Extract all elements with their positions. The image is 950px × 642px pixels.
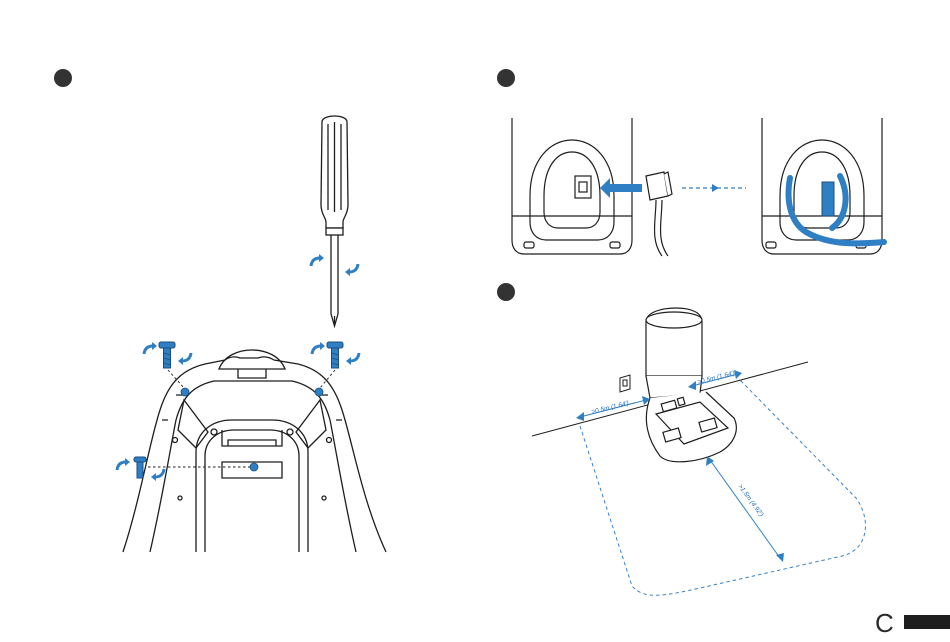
power-plug-icon [646, 172, 672, 256]
rotate-arrow-icon [312, 342, 325, 354]
step-3-marker [497, 283, 515, 301]
rotate-arrow-icon [144, 342, 157, 354]
section-letter: C [875, 608, 894, 638]
screw-icon [159, 342, 175, 368]
rotate-arrow-icon [151, 469, 164, 481]
step-2-marker [497, 69, 515, 87]
screw-hole-right [315, 388, 323, 396]
rotate-arrow-icon [117, 458, 130, 470]
screw-icon [327, 342, 343, 368]
rotate-arrow-icon [178, 353, 191, 365]
cable-channel [822, 182, 834, 216]
insert-arrow-icon [600, 178, 642, 198]
wall-outlet-icon [620, 375, 630, 392]
step-1-marker [54, 69, 72, 87]
screw-hole-left [181, 388, 189, 396]
section-tab [904, 615, 950, 629]
robot-underside-icon [123, 350, 386, 552]
rotate-arrow-icon [311, 254, 324, 266]
clearance-right-label: >0.5m (1.64') [697, 370, 736, 386]
rotate-arrow-icon [346, 353, 359, 365]
step-2-sequence-arrow [712, 184, 719, 192]
screw-hole-center [250, 463, 258, 471]
rotate-arrow-icon [345, 264, 358, 276]
clearance-left-label: >0.5m (1.64') [591, 400, 630, 416]
routed-cable [789, 176, 884, 243]
clearance-front-label: >1.5m (4.92') [736, 483, 764, 518]
screwdriver-icon [321, 116, 348, 326]
